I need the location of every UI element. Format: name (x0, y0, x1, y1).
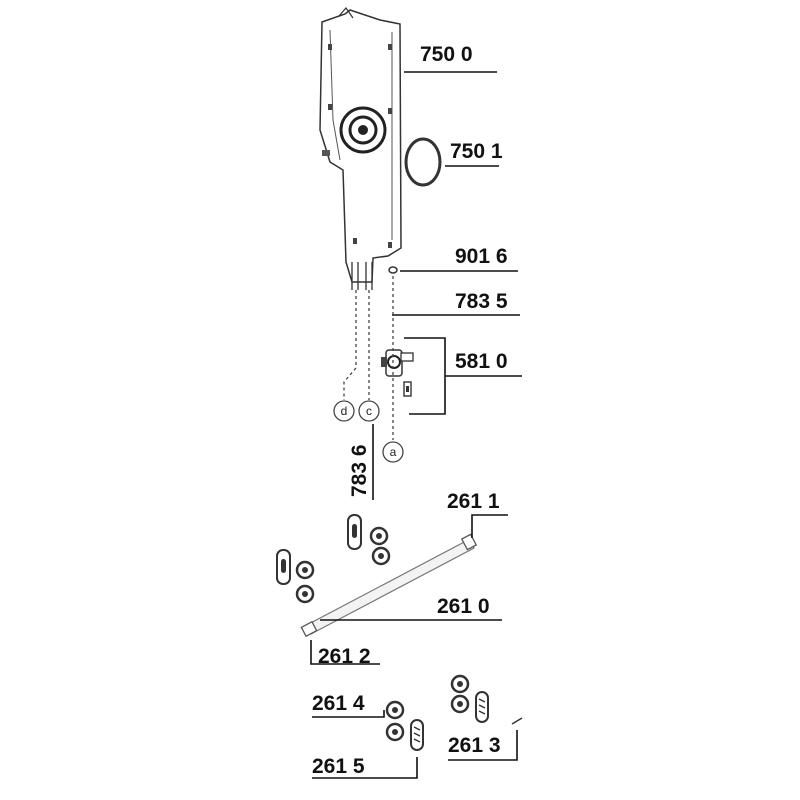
clip-group-right (450, 674, 523, 725)
leader-2612 (310, 640, 380, 665)
label-2614: 261 4 (312, 692, 365, 715)
connector-a-label: a (390, 445, 397, 459)
rod-part (300, 533, 478, 638)
label-7836: 783 6 (348, 444, 371, 497)
connector-d-circle (333, 400, 355, 422)
connector-c-label: c (366, 404, 372, 418)
leader-2615 (312, 757, 418, 779)
label-2612: 261 2 (318, 645, 371, 668)
clip-group-top (347, 514, 391, 566)
connector-d-label: d (341, 404, 348, 418)
label-9016: 901 6 (455, 245, 508, 268)
label-5810: 581 0 (455, 350, 508, 373)
label-7501: 750 1 (450, 140, 503, 163)
label-2611: 261 1 (447, 490, 500, 513)
leader-2611 (471, 514, 508, 538)
connector-a-circle (382, 441, 404, 463)
clip-group-left (276, 549, 315, 604)
valve-assembly-part (381, 349, 414, 397)
leader-2613 (448, 730, 518, 761)
leader-2614 (312, 710, 385, 718)
dash-d (343, 290, 357, 400)
o-ring-part (404, 137, 442, 187)
label-7500: 750 0 (420, 43, 473, 66)
label-2613: 261 3 (448, 734, 501, 757)
label-2610: 261 0 (437, 595, 490, 618)
bracket-5810 (404, 337, 446, 415)
washer-part (388, 266, 398, 274)
connector-c-circle (358, 400, 380, 422)
pump-wheel-icon (339, 106, 387, 154)
label-7835: 783 5 (455, 290, 508, 313)
label-2615: 261 5 (312, 755, 365, 778)
clip-group-bottom (385, 700, 424, 751)
